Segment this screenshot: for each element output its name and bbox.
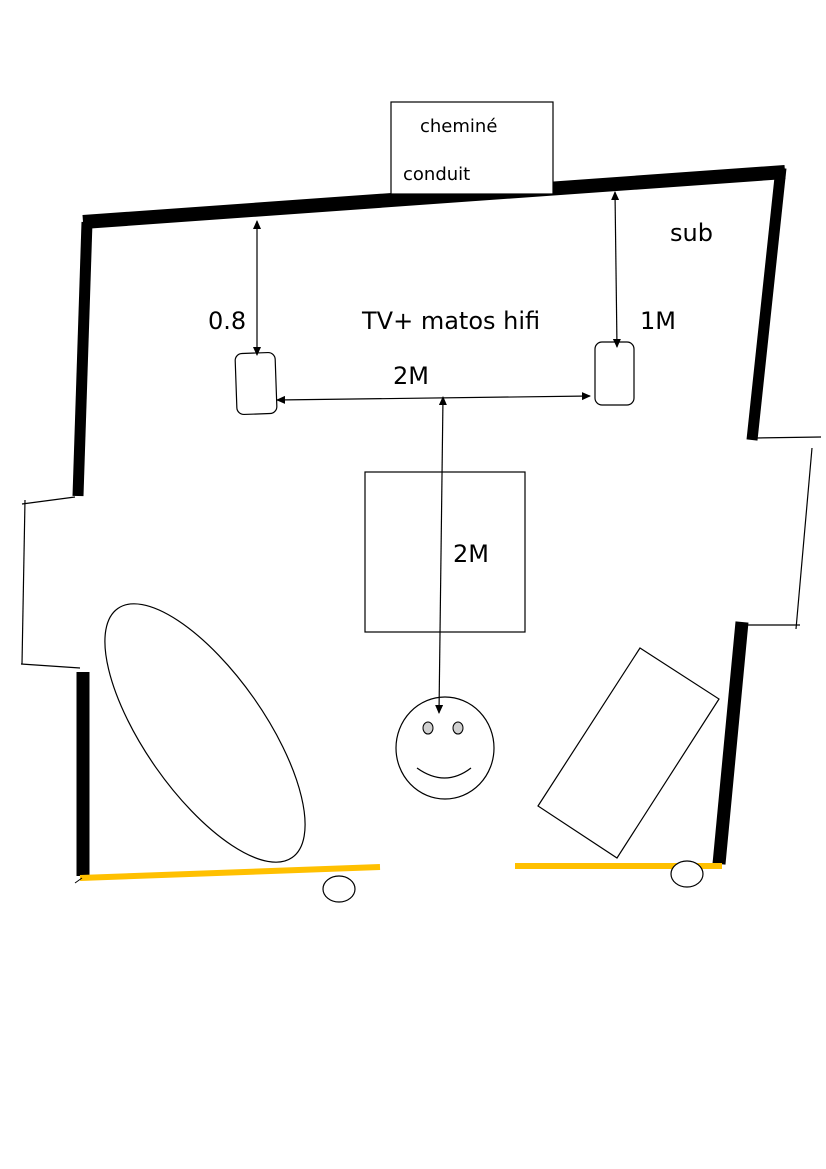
armchair: [537, 647, 720, 859]
chimney-label-2: conduit: [403, 164, 470, 185]
left-door-threshold: [79, 864, 381, 881]
right-speaker: [594, 341, 635, 406]
listener-distance-dimension: [435, 396, 447, 714]
wall-right-upper: [746, 167, 787, 441]
listener-right-eye: [452, 721, 464, 735]
speaker-spacing-dimension: [276, 392, 591, 404]
left-window: [20, 496, 81, 669]
chimney-label-1: cheminé: [420, 116, 497, 137]
right-speaker-wall-dimension: [611, 191, 621, 348]
listener-left-eye: [422, 721, 434, 735]
right-window: [746, 436, 822, 630]
coffee-table: [364, 471, 526, 633]
tv-label: TV+ matos hifi: [361, 307, 540, 335]
right-door-knob: [670, 860, 704, 888]
listener-smiley: [395, 696, 495, 800]
left-door-knob: [322, 875, 356, 903]
walls: [72, 165, 787, 876]
chimney-box: [390, 101, 554, 195]
left-speaker-distance-label: 0.8: [208, 307, 246, 335]
wall-left-upper: [72, 221, 93, 497]
wall-front: [82, 165, 786, 229]
wall-right-lower: [712, 621, 749, 865]
sofa: [104, 603, 306, 863]
right-speaker-distance-label: 1M: [640, 307, 676, 335]
listener-distance-label: 2M: [453, 540, 489, 568]
listener-face: [395, 696, 495, 800]
left-door-tick: [74, 877, 83, 884]
sub-label: sub: [670, 219, 713, 247]
speaker-spacing-label: 2M: [393, 362, 429, 390]
listener-smile: [416, 767, 472, 779]
left-speaker: [234, 351, 278, 416]
